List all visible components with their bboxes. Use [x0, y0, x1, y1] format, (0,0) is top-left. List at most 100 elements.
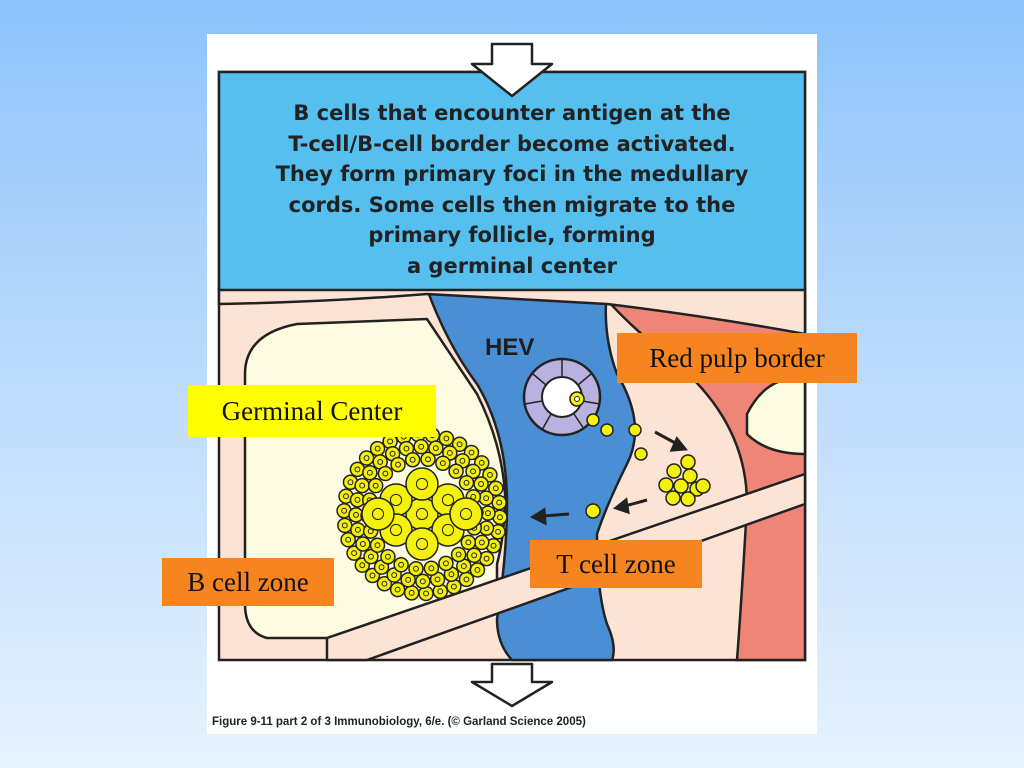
bottom-arrow-icon [470, 662, 554, 708]
germinal-cell-nucleus [377, 458, 384, 465]
germinal-cell-nucleus [351, 550, 358, 557]
germinal-cell-nucleus [483, 555, 490, 562]
germinal-center-cluster [336, 426, 508, 602]
germinal-cell-nucleus [389, 523, 403, 537]
germinal-cell-nucleus [471, 552, 478, 559]
germinal-cell-nucleus [413, 565, 419, 572]
germinal-cell-nucleus [374, 542, 381, 549]
germinal-cell-nucleus [448, 571, 455, 578]
germinal-cell-nucleus [474, 567, 481, 573]
germinal-cell-nucleus [371, 507, 385, 521]
germinal-cell-nucleus [359, 482, 366, 489]
germinal-cell-nucleus [384, 553, 391, 560]
germinal-cell-nucleus [443, 560, 449, 567]
germinal-cell-nucleus [483, 495, 490, 502]
germinal-cell-nucleus [353, 511, 359, 518]
germinal-cell-nucleus [465, 539, 472, 546]
germinal-cell-nucleus [419, 578, 426, 585]
germinal-cell-nucleus [389, 493, 403, 507]
germinal-cell-nucleus [372, 482, 379, 489]
germinal-cell-nucleus [403, 445, 410, 452]
germinal-cell-nucleus [432, 445, 439, 452]
germinal-cell-nucleus [382, 470, 389, 477]
germinal-cell-nucleus [434, 576, 441, 583]
germinal-cell-nucleus [450, 583, 457, 590]
germinal-cell-nucleus [428, 565, 435, 572]
germinal-cell-nucleus [468, 449, 475, 456]
header-box [217, 70, 807, 292]
germinal-cell-nucleus [490, 542, 497, 549]
germinal-cell-nucleus [341, 522, 348, 529]
germinal-cell-nucleus [453, 468, 460, 475]
germinal-cell-nucleus [485, 510, 491, 517]
germinal-cell-nucleus [363, 455, 370, 461]
hev-label: HEV [485, 334, 535, 361]
germinal-cell-nucleus [354, 526, 361, 533]
germinal-cell-nucleus [418, 443, 425, 450]
germinal-cell-nucleus [389, 450, 396, 457]
germinal-cell-nucleus [423, 590, 429, 597]
germinal-cell-nucleus [478, 459, 485, 466]
germinal-cell-nucleus [347, 479, 354, 486]
germinal-cell-nucleus [374, 445, 381, 452]
callout-germinal-center: Germinal Center [188, 385, 436, 437]
germinal-cell-nucleus [459, 457, 466, 464]
germinal-cell-nucleus [446, 450, 453, 456]
capsule-band-top [217, 287, 807, 336]
white-blob [745, 377, 807, 456]
germinal-cell-nucleus [405, 576, 412, 583]
germinal-cell-nucleus [367, 553, 374, 560]
germinal-cell-nucleus [495, 528, 501, 535]
movement-arrows [529, 430, 688, 526]
germinal-cell-nucleus [381, 580, 388, 587]
germinal-cell-nucleus [415, 507, 429, 521]
germinal-cell-nucleus [395, 461, 401, 468]
germinal-cell-nucleus [394, 586, 401, 593]
migrating-cells [585, 413, 648, 519]
germinal-cell-nucleus [398, 561, 405, 568]
germinal-cell-nucleus [463, 479, 470, 486]
figure-caption: Figure 9-11 part 2 of 3 Immunobiology, 6… [212, 716, 586, 728]
germinal-cell-nucleus [345, 536, 352, 543]
germinal-cell-nucleus [478, 539, 485, 546]
figure-panel: B cells that encounter antigen at the T-… [207, 34, 817, 734]
callout-red-pulp-border: Red pulp border [617, 333, 857, 383]
germinal-cell-nucleus [478, 481, 485, 487]
germinal-cell-nucleus [354, 466, 361, 473]
germinal-cell-nucleus [441, 523, 455, 537]
germinal-cell-nucleus [354, 496, 361, 503]
germinal-cell-nucleus [439, 460, 446, 467]
germinal-cell-nucleus [425, 456, 431, 463]
germinal-cell-nucleus [459, 507, 473, 521]
germinal-cell-nucleus [359, 562, 366, 569]
germinal-cell-nucleus [408, 589, 415, 596]
germinal-cell-nucleus [359, 541, 366, 547]
germinal-cell-nucleus [486, 471, 493, 478]
germinal-cell-nucleus [441, 493, 455, 507]
germinal-cell-nucleus [343, 493, 349, 500]
germinal-cell-nucleus [387, 438, 394, 445]
germinal-cell-nucleus [496, 499, 503, 506]
germinal-cell-nucleus [437, 588, 444, 595]
callout-t-cell-zone: T cell zone [530, 540, 702, 588]
germinal-cell-nucleus [378, 564, 385, 571]
hev-vessel-icon [522, 357, 602, 437]
germinal-cell-nucleus [496, 514, 503, 521]
germinal-cell-nucleus [463, 576, 470, 583]
germinal-cell-nucleus [409, 456, 416, 463]
germinal-cell-nucleus [415, 477, 429, 491]
germinal-cell-nucleus [492, 485, 499, 492]
germinal-cell-nucleus [341, 507, 348, 514]
germinal-cell-nucleus [460, 563, 467, 570]
headline-text: B cells that encounter antigen at the T-… [275, 101, 749, 278]
germinal-cell-nucleus [443, 435, 450, 442]
germinal-cell-nucleus [483, 525, 490, 532]
top-arrow-icon [470, 42, 554, 98]
primary-focus-cluster [658, 454, 711, 507]
germinal-cell-nucleus [415, 537, 429, 551]
germinal-cell-nucleus [391, 572, 398, 578]
germinal-cell-nucleus [470, 468, 477, 475]
germinal-cell-nucleus [369, 572, 376, 579]
germinal-cell-nucleus [456, 441, 463, 448]
callout-b-cell-zone: B cell zone [162, 558, 334, 606]
